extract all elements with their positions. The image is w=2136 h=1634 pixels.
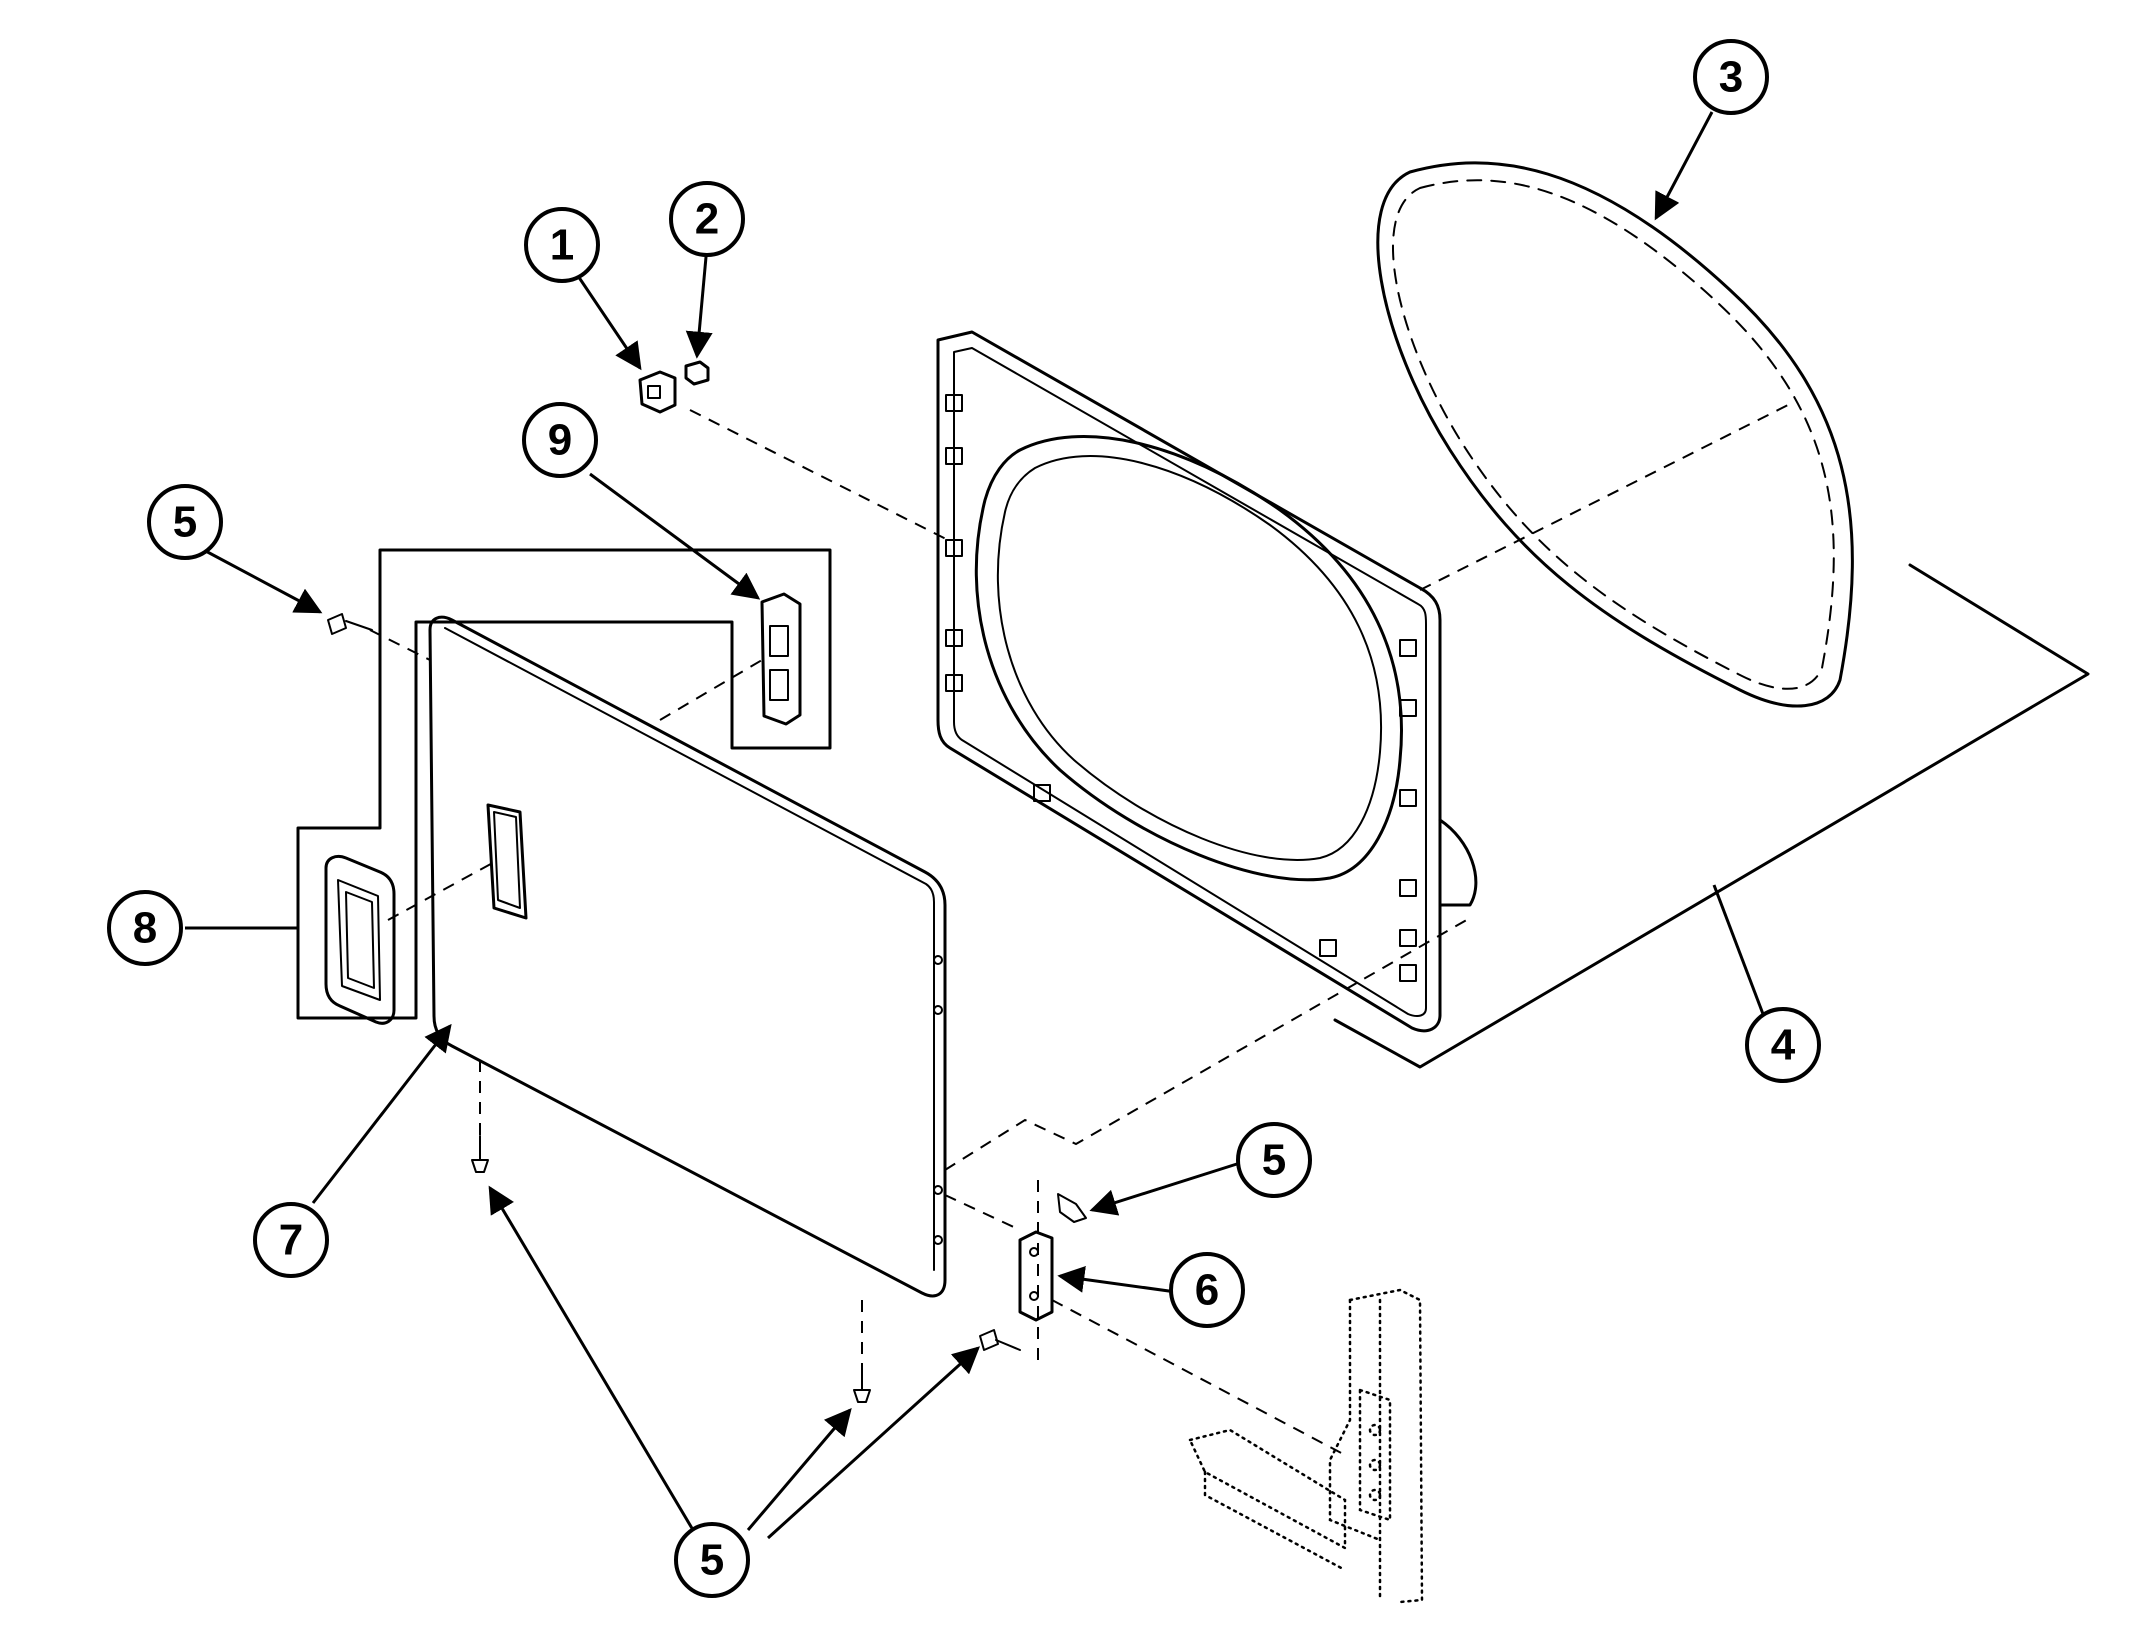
strike-clip-part-2 <box>684 360 710 386</box>
callout-8-label: 8 <box>133 904 157 953</box>
callout-6-label: 6 <box>1195 1266 1219 1315</box>
screw-hinge-lower <box>979 1329 1021 1351</box>
callout-5-label: 5 <box>700 1536 724 1585</box>
door-hinge-part-6 <box>1018 1180 1054 1360</box>
callout-1: 1 <box>524 207 600 283</box>
callout-9: 9 <box>522 402 598 478</box>
screw-bottom-right <box>853 1365 871 1403</box>
callout-5-top-left: 5 <box>147 484 223 560</box>
cabinet-frame-dotted <box>1188 1288 1424 1604</box>
callout-2: 2 <box>669 181 745 257</box>
leader-lines <box>185 111 1765 1540</box>
door-latch-part-9 <box>760 592 802 726</box>
screw-hinge-upper <box>1057 1193 1087 1223</box>
callout-4-label: 4 <box>1771 1021 1796 1070</box>
callout-4: 4 <box>1745 1007 1821 1083</box>
callout-9-label: 9 <box>548 416 572 465</box>
callout-8: 8 <box>107 890 183 966</box>
callout-7-label: 7 <box>279 1216 303 1265</box>
callout-3-label: 3 <box>1719 53 1743 102</box>
outer-door-panel <box>936 330 1478 1033</box>
callout-5-right: 5 <box>1236 1122 1312 1198</box>
door-handle-part-8 <box>324 854 396 1025</box>
screw-top-left <box>327 613 373 635</box>
callout-5-label: 5 <box>173 498 197 547</box>
callout-1-label: 1 <box>550 221 574 270</box>
door-strike-part-1 <box>638 370 677 414</box>
alignment-lines <box>369 401 1795 1456</box>
inner-door-panel-part-7 <box>428 615 947 1298</box>
callout-3: 3 <box>1693 39 1769 115</box>
screw-bottom-left <box>471 1135 489 1173</box>
callout-5-label: 5 <box>1262 1136 1286 1185</box>
handle-group-outline <box>296 548 832 1020</box>
base-plate-part-4 <box>1333 563 2090 1069</box>
callout-6: 6 <box>1169 1252 1245 1328</box>
callout-7: 7 <box>253 1202 329 1278</box>
door-gasket-part-3 <box>1376 161 1854 708</box>
callout-2-label: 2 <box>695 195 719 244</box>
callout-5-bottom: 5 <box>674 1522 750 1598</box>
